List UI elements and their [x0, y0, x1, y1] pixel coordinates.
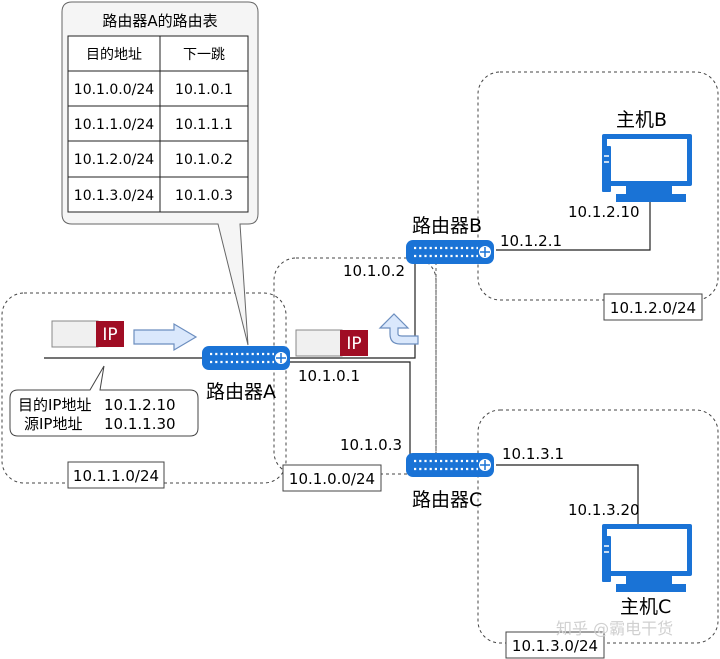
src-ip-value: 10.1.1.30 [104, 415, 176, 433]
ip-tag: IP [346, 334, 361, 354]
dest-ip-label: 目的IP地址 [18, 396, 91, 414]
subnet-10-1-3-0-region [477, 409, 719, 644]
host-c-label: 主机C [620, 596, 671, 618]
table-cell: 10.1.1.1 [175, 117, 233, 133]
table-header-next-hop: 下一跳 [183, 47, 225, 63]
router-b-label: 路由器B [412, 215, 482, 237]
router-b-icon [404, 238, 496, 266]
host-c-icon [601, 523, 693, 593]
table-cell: 10.1.0.1 [175, 82, 233, 98]
router-a-icon [200, 344, 292, 372]
turn-arrow-icon [378, 313, 419, 345]
router-c-host-ip: 10.1.3.1 [502, 445, 564, 463]
ip-packet-source: IP [51, 320, 124, 348]
subnet-10-1-3-0-label: 10.1.3.0/24 [512, 637, 598, 655]
subnet-label-box [67, 461, 165, 489]
table-cell: 10.1.0.2 [175, 152, 233, 168]
router-a-label: 路由器A [206, 381, 276, 403]
routing-table-title: 路由器A的路由表 [102, 12, 217, 30]
host-b-label: 主机B [616, 109, 667, 131]
table-cell: 10.1.3.0/24 [74, 188, 155, 204]
subnet-10-1-1-0-label: 10.1.1.0/24 [73, 467, 159, 485]
table-cell: 10.1.0.3 [175, 188, 233, 204]
table-header-destination: 目的地址 [86, 47, 142, 63]
table-cell: 10.1.1.0/24 [74, 117, 155, 133]
watermark: 知乎 @霸电干货 [556, 619, 673, 638]
table-cell: 10.1.2.0/24 [74, 152, 155, 168]
router-b-lan-ip: 10.1.0.2 [343, 262, 405, 280]
router-b-host-ip: 10.1.2.1 [500, 232, 562, 250]
right-arrow-icon [133, 322, 198, 352]
subnet-10-1-2-0-region [477, 71, 719, 301]
subnet-10-1-2-0-label: 10.1.2.0/24 [610, 299, 696, 317]
src-ip-label: 源IP地址 [24, 415, 82, 433]
subnet-10-1-0-0-label: 10.1.0.0/24 [289, 470, 375, 488]
table-cell: 10.1.0.0/24 [74, 82, 155, 98]
router-c-icon [404, 451, 496, 479]
subnet-label-box [282, 464, 382, 492]
router-c-label: 路由器C [412, 489, 482, 511]
subnet-10-1-1-0-region [1, 292, 287, 484]
subnet-label-box [505, 631, 605, 659]
dest-ip-value: 10.1.2.10 [104, 396, 176, 414]
host-b-icon [601, 133, 693, 203]
host-c-ip: 10.1.3.20 [568, 501, 640, 519]
router-c-lan-ip: 10.1.0.3 [340, 436, 402, 454]
routing-table: 目的地址 下一跳 10.1.0.0/24 10.1.0.1 10.1.1.0/2… [67, 35, 249, 213]
ip-packet-forwarded: IP [295, 329, 368, 357]
subnet-label-box [603, 293, 703, 321]
network-links [44, 193, 651, 524]
packet-header-callout [9, 365, 199, 437]
ip-tag: IP [102, 325, 117, 345]
router-a-ip: 10.1.0.1 [298, 367, 360, 385]
host-b-ip: 10.1.2.10 [568, 203, 640, 221]
